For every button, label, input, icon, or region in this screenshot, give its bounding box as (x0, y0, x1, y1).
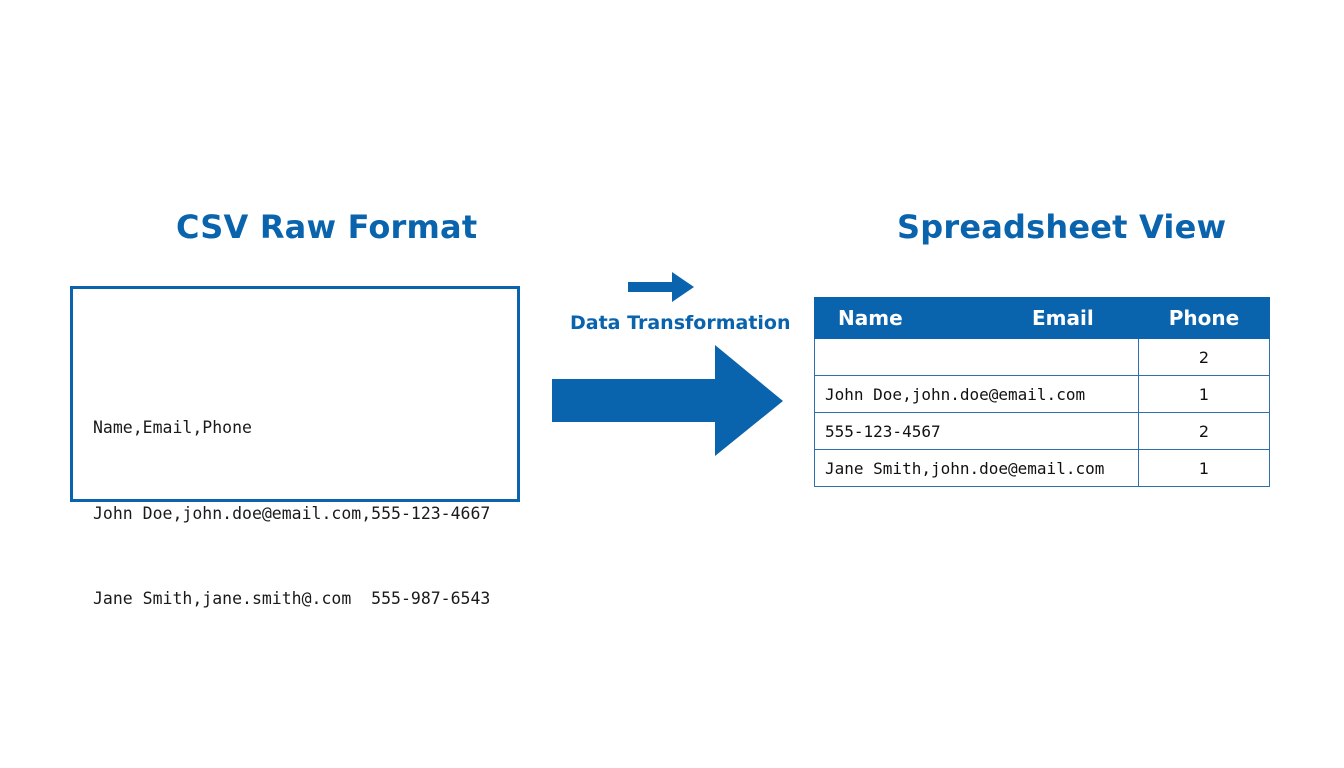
cell-phone: 2 (1198, 347, 1210, 367)
big-right-arrow-icon (552, 345, 783, 456)
csv-line: Jane Smith,jane.smith@.com 555-987-6543 (93, 589, 491, 608)
cell-phone: 1 (1198, 384, 1210, 404)
table-cell: 2 (1138, 338, 1270, 376)
table-cell: 1 (1138, 375, 1270, 413)
table-cell: John Doe,john.doe@email.com (814, 375, 1139, 413)
header-phone-cell: Phone (1138, 297, 1270, 339)
csv-line: John Doe,john.doe@email.com,555-123-4667 (93, 503, 491, 523)
cell-text: John Doe,john.doe@email.com (825, 384, 1086, 404)
table-cell: 1 (1138, 449, 1270, 487)
column-header-name: Name (838, 306, 903, 330)
csv-text-block: Name,Email,Phone John Doe,john.doe@email… (93, 357, 490, 671)
table-row: Jane Smith,john.doe@email.com 1 (814, 449, 1270, 487)
table-cell: 2 (1138, 412, 1270, 450)
table-header-row: Name Email Phone (814, 297, 1270, 339)
table-row: 2 (814, 338, 1270, 376)
csv-raw-box: Name,Email,Phone John Doe,john.doe@email… (70, 286, 520, 608)
table-row: 555-123-4567 2 (814, 412, 1270, 450)
table-row: John Doe,john.doe@email.com 1 (814, 375, 1270, 413)
cell-text: 555-123-4567 (825, 421, 941, 441)
table-cell (814, 338, 1139, 376)
cell-text: Jane Smith,john.doe@email.com (825, 458, 1105, 478)
column-header-email: Email (1032, 306, 1094, 330)
table-cell: Jane Smith,john.doe@email.com (814, 449, 1139, 487)
cell-phone: 1 (1198, 458, 1210, 478)
table-cell: 555-123-4567 (814, 412, 1139, 450)
header-name-email-cell: Name Email (814, 297, 1139, 339)
cell-phone: 2 (1198, 421, 1210, 441)
column-header-phone: Phone (1168, 306, 1240, 330)
transformation-label: Data Transformation (570, 312, 791, 334)
spreadsheet-table: Name Email Phone 2 John Doe,john.doe@ema… (814, 297, 1270, 487)
csv-panel-title: CSV Raw Format (176, 208, 478, 246)
csv-line: Name,Email,Phone (93, 418, 252, 437)
spreadsheet-panel-title: Spreadsheet View (897, 208, 1227, 246)
small-right-arrow-icon (628, 272, 694, 302)
